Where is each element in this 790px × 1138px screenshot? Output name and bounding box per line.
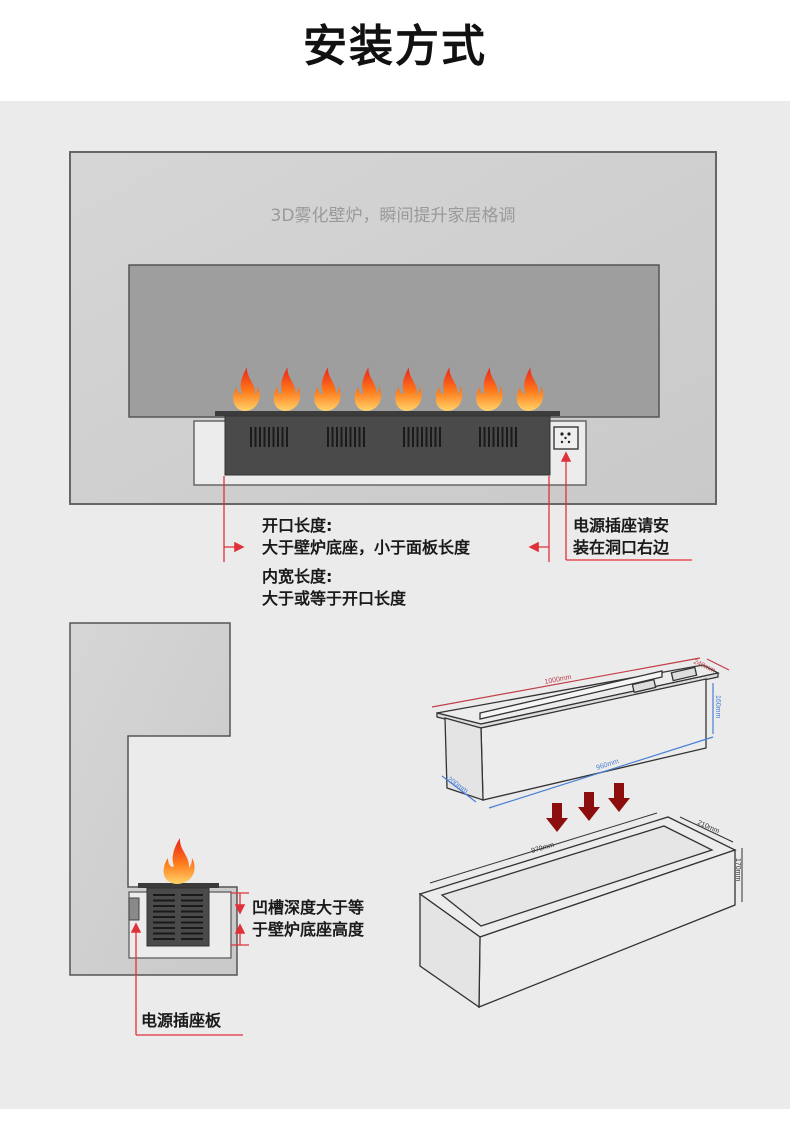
vent-slot bbox=[407, 427, 410, 447]
socket-note-line2: 装在洞口右边 bbox=[573, 538, 670, 557]
side-flame-icon bbox=[163, 838, 195, 884]
socket-note-line1: 电源插座请安 bbox=[573, 516, 670, 535]
socket-board bbox=[128, 897, 140, 921]
vent-slot bbox=[340, 427, 343, 447]
socket-pointer bbox=[560, 451, 692, 561]
flame-row bbox=[233, 367, 544, 411]
depth-note-line1: 凹槽深度大于等 bbox=[252, 898, 365, 917]
page-title: 安装方式 bbox=[303, 21, 487, 72]
vent-slot bbox=[425, 427, 428, 447]
vent-slot bbox=[281, 427, 284, 447]
vent-slot bbox=[181, 921, 203, 924]
vent-slot bbox=[403, 427, 405, 447]
vent-slot bbox=[336, 427, 338, 447]
vent-slot bbox=[263, 427, 266, 447]
side-burner-vents bbox=[153, 894, 203, 940]
vent-slot bbox=[483, 427, 486, 447]
vent-slot bbox=[501, 427, 504, 447]
insert-arrows bbox=[546, 783, 630, 832]
tagline: 3D雾化壁炉，瞬间提升家居格调 bbox=[270, 206, 516, 226]
vent-slot bbox=[331, 427, 334, 447]
vent-slot bbox=[181, 916, 203, 918]
vent-slot bbox=[421, 427, 423, 447]
fireplace-unit-isometric bbox=[436, 664, 720, 801]
vent-slot bbox=[254, 427, 257, 447]
depth-note-line2: 于壁炉底座高度 bbox=[252, 920, 365, 939]
vent-slot bbox=[153, 921, 175, 924]
flame-icon bbox=[273, 367, 301, 411]
vent-slot bbox=[358, 427, 361, 447]
opening-length-desc: 大于壁炉底座，小于面板长度 bbox=[262, 538, 471, 557]
vent-slot bbox=[181, 932, 203, 935]
vent-slot bbox=[354, 427, 356, 447]
vent-slot bbox=[153, 910, 175, 913]
opening-length-indicator bbox=[223, 476, 550, 562]
vent-slot bbox=[153, 894, 175, 896]
vent-slot bbox=[488, 427, 490, 447]
vent-slot bbox=[510, 427, 513, 447]
flame-icon bbox=[476, 367, 503, 411]
burner-top-plate bbox=[215, 411, 560, 416]
vent-slot bbox=[416, 427, 419, 447]
vent-slot bbox=[153, 932, 175, 935]
vent-slot bbox=[153, 905, 175, 907]
vent-slot bbox=[250, 427, 252, 447]
vent-slot bbox=[277, 427, 279, 447]
dim-unit-height: 160mm bbox=[714, 695, 721, 719]
flame-icon bbox=[233, 367, 260, 411]
flame-icon bbox=[354, 367, 382, 411]
opening-length-label: 开口长度: bbox=[262, 516, 333, 535]
vent-slot bbox=[181, 894, 203, 896]
vent-slot bbox=[181, 910, 203, 913]
socket-board-pointer bbox=[130, 922, 243, 1036]
inner-width-label: 内宽长度: bbox=[262, 567, 333, 586]
vent-slot bbox=[479, 427, 481, 447]
socket-board-label: 电源插座板 bbox=[141, 1011, 222, 1030]
flame-icon bbox=[314, 367, 341, 411]
vent-slot bbox=[327, 427, 329, 447]
vent-slot bbox=[492, 427, 495, 447]
vent-slot bbox=[515, 427, 517, 447]
vent-slot bbox=[181, 927, 203, 929]
vent-slot bbox=[181, 899, 203, 902]
vent-slot bbox=[181, 938, 203, 940]
vent-slot bbox=[506, 427, 508, 447]
vent-slot bbox=[153, 938, 175, 940]
vent-slot bbox=[439, 427, 441, 447]
vent-slot bbox=[497, 427, 499, 447]
vent-slot bbox=[434, 427, 437, 447]
vent-slot bbox=[430, 427, 432, 447]
burner-vents bbox=[250, 427, 517, 447]
dim-recess-height: 170mm bbox=[734, 858, 741, 882]
vent-slot bbox=[153, 916, 175, 918]
inner-width-desc: 大于或等于开口长度 bbox=[262, 589, 407, 608]
vent-slot bbox=[153, 927, 175, 929]
depth-indicator bbox=[231, 892, 249, 946]
vent-slot bbox=[153, 899, 175, 902]
vent-slot bbox=[412, 427, 414, 447]
wall-recess-isometric bbox=[418, 816, 737, 1009]
flame-icon bbox=[395, 367, 422, 411]
vent-slot bbox=[181, 905, 203, 907]
flame-icon bbox=[516, 367, 544, 411]
vent-slot bbox=[286, 427, 288, 447]
vent-slot bbox=[268, 427, 270, 447]
vent-slot bbox=[345, 427, 347, 447]
vent-slot bbox=[272, 427, 275, 447]
vent-slot bbox=[349, 427, 352, 447]
burner-body bbox=[224, 415, 551, 476]
vent-slot bbox=[363, 427, 365, 447]
flame-icon bbox=[435, 367, 463, 411]
vent-slot bbox=[259, 427, 261, 447]
glass-panel bbox=[128, 264, 660, 418]
side-burner-top bbox=[138, 883, 219, 888]
